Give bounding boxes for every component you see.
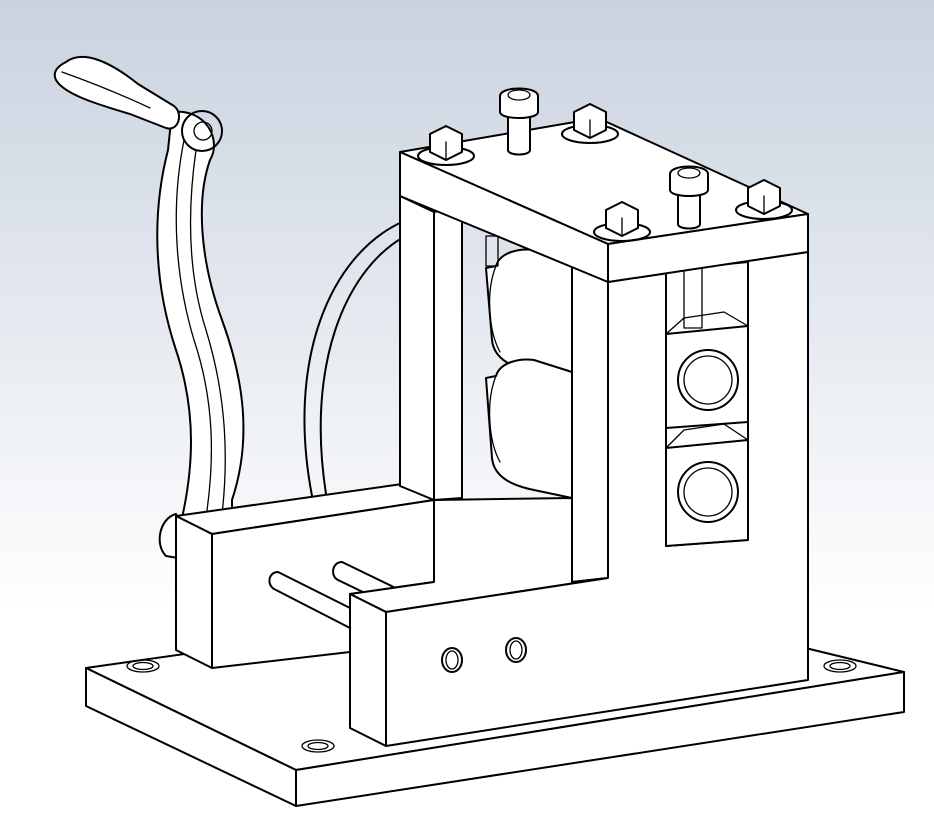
bearing-icon	[683, 355, 733, 405]
bearing-icon	[677, 461, 739, 523]
base-plate-right	[295, 671, 905, 807]
hex-bolt[interactable]	[561, 103, 619, 144]
mounting-hole-icon	[301, 739, 335, 753]
bearing-block-lower-top	[665, 423, 749, 449]
top-plate[interactable]	[399, 117, 809, 283]
pin-hole-icon	[441, 647, 463, 673]
mounting-hole-icon	[132, 661, 154, 671]
pin-hole-icon	[505, 637, 527, 663]
socket-cap-screw[interactable]	[499, 87, 539, 156]
frame-left-post	[399, 195, 435, 501]
pin-hole-icon	[445, 650, 459, 670]
top-plate-side	[607, 213, 809, 283]
lower-roller-edge	[488, 375, 501, 463]
drive-ring[interactable]	[303, 221, 403, 497]
left-block-front	[175, 515, 213, 669]
bearing-icon	[683, 467, 733, 517]
screw-head-icon	[669, 165, 709, 197]
drive-ring-outer	[303, 221, 403, 497]
pin-hole-icon	[509, 640, 523, 660]
guide-pin-left	[268, 571, 351, 629]
screw-socket-icon	[677, 167, 701, 179]
side-frame[interactable]	[399, 195, 463, 501]
crank-pivot-icon	[193, 121, 213, 141]
socket-cap-screw[interactable]	[669, 165, 709, 230]
screw-shank	[677, 189, 701, 230]
bearing-blocks[interactable]	[665, 261, 749, 547]
crank-handle-edge	[61, 71, 151, 109]
crank-assembly[interactable]	[53, 55, 245, 559]
mounting-hole-icon	[126, 659, 160, 673]
mounting-hole-icon	[829, 661, 851, 671]
roller-shaft-upper	[485, 235, 499, 267]
crank-arm	[156, 110, 245, 543]
hex-bolts[interactable]	[417, 103, 793, 242]
hex-bolt[interactable]	[593, 201, 651, 242]
frame-post-inner	[433, 205, 463, 501]
upper-roller-edge	[488, 265, 501, 353]
screw-shank	[507, 111, 531, 156]
mounting-hole-icon	[823, 659, 857, 673]
frame-front-lip	[349, 593, 387, 747]
drive-ring-inner	[319, 237, 403, 495]
crank-pivot-icon	[181, 110, 223, 152]
screw-socket-icon	[507, 89, 531, 101]
frame-front-face	[571, 261, 609, 583]
bearing-icon	[677, 349, 739, 411]
crank-hub	[158, 513, 179, 559]
crank-arm-edge	[175, 139, 213, 531]
screw-head-icon	[499, 87, 539, 119]
bearing-block-upper-top	[665, 311, 749, 335]
hex-bolt[interactable]	[735, 179, 793, 220]
mounting-hole-icon	[307, 741, 329, 751]
hex-bolt[interactable]	[417, 125, 475, 166]
crank-arm-edge	[189, 149, 226, 531]
socket-cap-screws[interactable]	[499, 87, 709, 230]
